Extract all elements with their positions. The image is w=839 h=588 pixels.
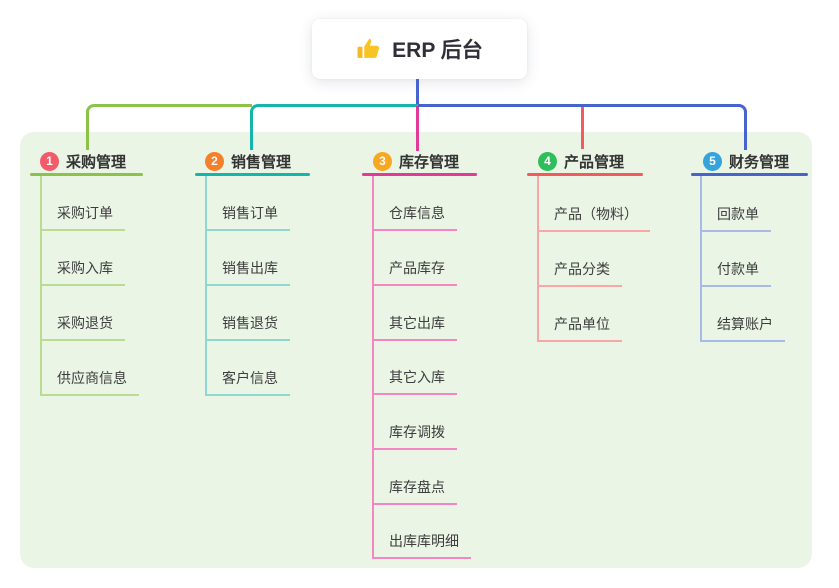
child-node[interactable]: 供应商信息	[40, 370, 139, 396]
child-node[interactable]: 产品分类	[537, 261, 622, 287]
branch-underline-2	[195, 173, 310, 176]
branch-underline-4	[527, 173, 643, 176]
child-node[interactable]: 其它出库	[372, 315, 457, 341]
branch-label-1: 采购管理	[66, 153, 127, 171]
branch-spine-2	[205, 176, 207, 396]
branch-spine-4	[537, 176, 539, 342]
branch-underline-3	[362, 173, 477, 176]
branch-badge-5: 5	[703, 151, 722, 171]
branch-spine-1	[40, 176, 42, 396]
child-node[interactable]: 仓库信息	[372, 205, 457, 231]
child-node[interactable]: 产品库存	[372, 260, 457, 286]
branch-title-3[interactable]: 3 库存管理	[373, 151, 459, 171]
branch-badge-4: 4	[538, 151, 557, 171]
branch-label-2: 销售管理	[231, 153, 292, 171]
root-stem-line	[416, 79, 419, 105]
branch-label-5: 财务管理	[729, 153, 790, 171]
branch-title-4[interactable]: 4 产品管理	[538, 151, 624, 171]
connector-branch-2	[250, 104, 418, 150]
connector-branch-3	[416, 106, 419, 151]
branch-underline-5	[691, 173, 808, 176]
connector-branch-1	[86, 104, 252, 150]
thumbs-up-icon	[356, 36, 382, 62]
branch-spine-5	[700, 176, 702, 342]
child-node[interactable]: 库存盘点	[372, 479, 457, 505]
root-node[interactable]: ERP 后台	[312, 19, 527, 79]
child-node[interactable]: 销售出库	[205, 260, 290, 286]
child-node[interactable]: 库存调拨	[372, 424, 457, 450]
branch-underline-1	[30, 173, 143, 176]
branch-spine-3	[372, 176, 374, 559]
child-node[interactable]: 销售退货	[205, 315, 290, 341]
child-node[interactable]: 付款单	[700, 261, 771, 287]
branch-badge-3: 3	[373, 151, 392, 171]
branches-panel	[20, 132, 812, 568]
child-node[interactable]: 采购入库	[40, 260, 125, 286]
child-node[interactable]: 销售订单	[205, 205, 290, 231]
connector-branch-5	[418, 104, 747, 150]
child-node[interactable]: 产品单位	[537, 316, 622, 342]
child-node[interactable]: 采购退货	[40, 315, 125, 341]
branch-title-1[interactable]: 1 采购管理	[40, 151, 126, 171]
child-node[interactable]: 结算账户	[700, 316, 785, 342]
branch-label-4: 产品管理	[564, 153, 625, 171]
connector-branch-4	[581, 107, 584, 149]
branch-title-5[interactable]: 5 财务管理	[703, 151, 789, 171]
child-node[interactable]: 出库库明细	[372, 533, 471, 559]
child-node[interactable]: 回款单	[700, 206, 771, 232]
root-title: ERP 后台	[392, 39, 483, 62]
child-node[interactable]: 其它入库	[372, 369, 457, 395]
branch-label-3: 库存管理	[399, 153, 460, 171]
child-node[interactable]: 产品（物料）	[537, 206, 650, 232]
branch-badge-1: 1	[40, 151, 59, 171]
child-node[interactable]: 采购订单	[40, 205, 125, 231]
child-node[interactable]: 客户信息	[205, 370, 290, 396]
branch-badge-2: 2	[205, 151, 224, 171]
branch-title-2[interactable]: 2 销售管理	[205, 151, 291, 171]
